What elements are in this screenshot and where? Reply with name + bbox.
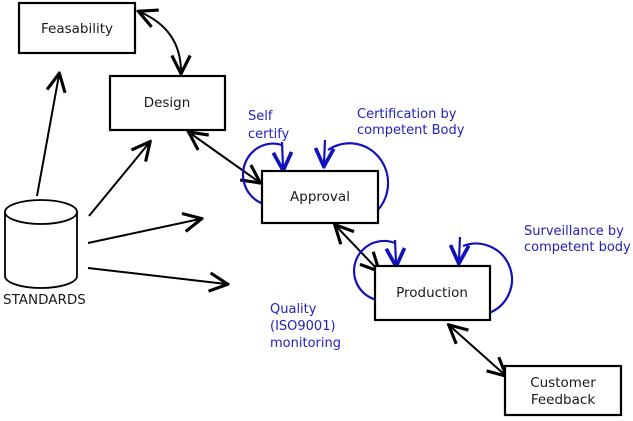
node-label: Design [144, 95, 191, 111]
node-production[interactable]: Production [373, 264, 492, 322]
annotation-line-1: Surveillance by [524, 224, 624, 239]
connection-design-approval[interactable] [190, 133, 259, 182]
annotation-line-2: certify [248, 127, 290, 142]
loop-arc [462, 242, 514, 315]
connection-line [140, 12, 181, 72]
annotation-line-2: competent Body [357, 123, 465, 138]
annotation-surveillance-by-competent-body: Surveillance by competent body [524, 224, 631, 255]
connection-standards-approval[interactable] [87, 219, 200, 244]
annotation-quality-iso9001-monitoring: Quality (ISO9001) monitoring [270, 302, 341, 351]
annotation-line-2: competent body [524, 240, 631, 255]
connection-line [190, 133, 259, 182]
node-feasability[interactable]: Feasability [17, 1, 137, 55]
node-approval[interactable]: Approval [260, 169, 380, 225]
node-label: Production [396, 285, 468, 301]
node-label: Feasability [41, 21, 113, 37]
node-box [260, 169, 380, 225]
loop-arrow-head [324, 139, 325, 163]
connection-line [87, 267, 226, 284]
node-design[interactable]: Design [108, 74, 227, 132]
datastore-standards[interactable]: STANDARDS [3, 199, 86, 308]
loop-arrow-head [282, 141, 283, 167]
node-label: Approval [290, 189, 350, 205]
connection-standards-feasability[interactable] [36, 75, 59, 197]
annotation-line-1: Quality [270, 302, 317, 317]
node-customer-feedback[interactable]: Customer Feedback [503, 364, 623, 417]
connection-approval-production[interactable] [336, 226, 378, 270]
connection-line [36, 75, 59, 197]
connection-line [87, 219, 200, 244]
node-box [373, 264, 492, 322]
connection-standards-production[interactable] [87, 267, 226, 284]
node-box [503, 364, 623, 417]
loop-arc [327, 142, 390, 217]
datastore-label: STANDARDS [3, 292, 86, 308]
node-label-line-1: Customer [530, 375, 596, 391]
annotation-certification-by-competent-body: Certification by competent Body [357, 107, 465, 138]
connection-line [88, 143, 149, 217]
connection-feasability-design[interactable] [140, 12, 181, 72]
loop-arrow-head [395, 239, 396, 263]
annotation-line-1: Certification by [357, 107, 457, 122]
connection-production-customer-feedback[interactable] [450, 326, 505, 375]
loop-arrow-head [459, 236, 460, 260]
annotation-self-certify: Self certify [248, 109, 290, 142]
loop-certification-by-competent-body[interactable] [324, 139, 390, 217]
annotation-line-1: Self [248, 109, 273, 124]
annotation-line-2: (ISO9001) [270, 319, 336, 334]
node-box [108, 74, 227, 132]
node-label-line-2: Feedback [531, 392, 595, 408]
cylinder-top [4, 199, 78, 225]
annotation-line-3: monitoring [270, 336, 341, 351]
loop-surveillance-by-competent-body[interactable] [459, 236, 514, 315]
connection-line [450, 326, 505, 375]
node-box [17, 1, 137, 55]
connection-line [336, 226, 378, 270]
connection-standards-design[interactable] [88, 143, 149, 217]
cylinder-body [4, 212, 78, 289]
